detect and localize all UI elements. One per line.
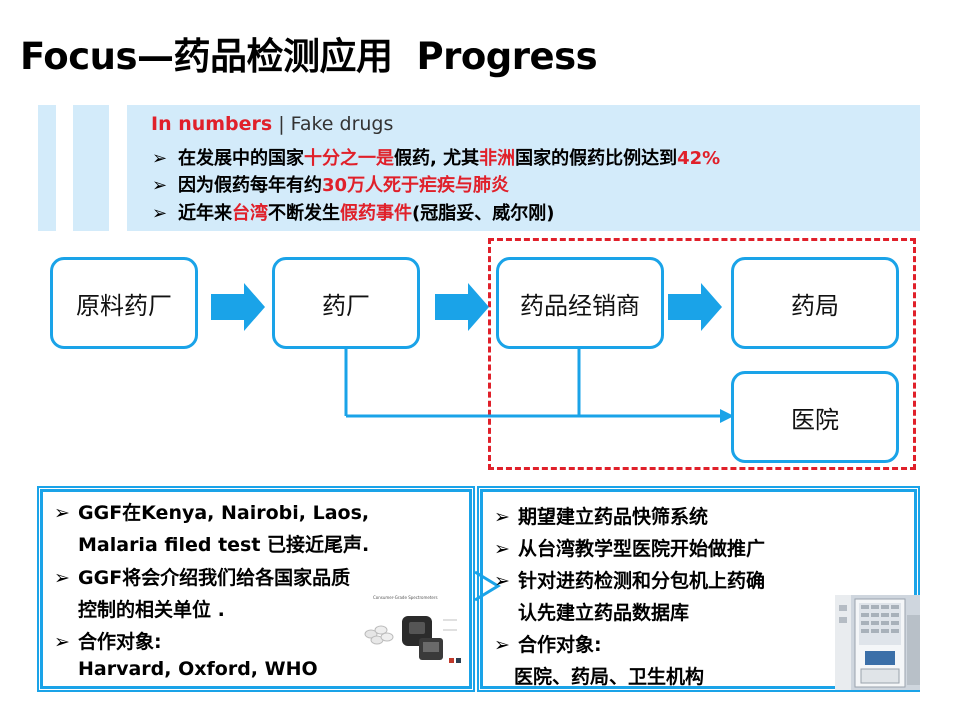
bullet-arrow-icon: ➢ — [494, 634, 510, 656]
node-drug-distributor: 药品经销商 — [496, 257, 664, 349]
bullet-arrow-icon: ➢ — [152, 148, 168, 169]
bullet-arrow-icon: ➢ — [152, 175, 168, 196]
node-pharmacy: 药局 — [731, 257, 899, 349]
decor-stripe-2 — [73, 105, 109, 231]
bullet-arrow-icon: ➢ — [54, 567, 70, 589]
right-panel-frame — [477, 486, 920, 692]
node-pharma-factory: 药厂 — [272, 257, 420, 349]
info-band — [127, 105, 920, 231]
left-panel-frame — [37, 486, 475, 692]
bullet-arrow-icon: ➢ — [494, 570, 510, 592]
band-heading: In numbers|Fake drugs — [151, 113, 394, 135]
right-bullet-3: ➢针对进药检测和分包机上药确 — [494, 570, 766, 592]
spectrometer-image: Consumer-Grade Spectrometers — [357, 590, 469, 668]
flow-arrow-3 — [668, 283, 722, 331]
device-caption: Consumer-Grade Spectrometers — [373, 595, 438, 600]
right-bullet-3-cont: 认先建立药品数据库 — [518, 602, 690, 624]
right-bullet-4: ➢合作对象: — [494, 634, 602, 656]
left-bullet-2: ➢GGF将会介绍我们给各国家品质 — [54, 567, 351, 589]
left-bullet-2-cont: 控制的相关单位 . — [78, 599, 225, 621]
band-bullet-2: ➢因为假药每年有约30万人死于疟疾与肺炎 — [152, 175, 510, 196]
node-hospital: 医院 — [731, 371, 899, 463]
bullet-arrow-icon: ➢ — [54, 631, 70, 653]
left-bullet-3: ➢合作对象: — [54, 631, 162, 653]
bullet-arrow-icon: ➢ — [54, 502, 70, 524]
bullet-arrow-icon: ➢ — [494, 506, 510, 528]
title-main: Focus—药品检测应用 — [20, 35, 393, 78]
right-bullet-4-cont: 医院、药局、卫生机构 — [514, 666, 705, 688]
left-panel — [40, 489, 472, 689]
right-bullet-1: ➢期望建立药品快筛系统 — [494, 506, 709, 528]
band-bullet-1: ➢在发展中的国家十分之一是假药, 尤其非洲国家的假药比例达到42% — [152, 148, 721, 169]
node-raw-material-factory: 原料药厂 — [50, 257, 198, 349]
right-panel — [480, 489, 917, 689]
distribution-highlight-region — [488, 238, 916, 470]
title-progress: Progress — [416, 35, 598, 78]
bullet-arrow-icon: ➢ — [494, 538, 510, 560]
page-title: Focus—药品检测应用 Progress — [20, 26, 598, 80]
left-bullet-1: ➢GGF在Kenya, Nairobi, Laos, — [54, 502, 370, 524]
flow-arrow-1 — [211, 283, 265, 331]
flow-arrow-2 — [435, 283, 489, 331]
left-bullet-3-cont: Harvard, Oxford, WHO — [78, 658, 318, 680]
band-bullet-3: ➢近年来台湾不断发生假药事件(冠脂妥、威尔刚) — [152, 203, 555, 224]
bullet-arrow-icon: ➢ — [152, 203, 168, 224]
decor-stripe-1 — [38, 105, 56, 231]
right-bullet-2: ➢从台湾教学型医院开始做推广 — [494, 538, 766, 560]
left-bullet-1-cont: Malaria filed test 已接近尾声. — [78, 534, 370, 556]
connector-arrowhead — [720, 409, 734, 423]
dispensing-machine-image — [835, 595, 920, 690]
